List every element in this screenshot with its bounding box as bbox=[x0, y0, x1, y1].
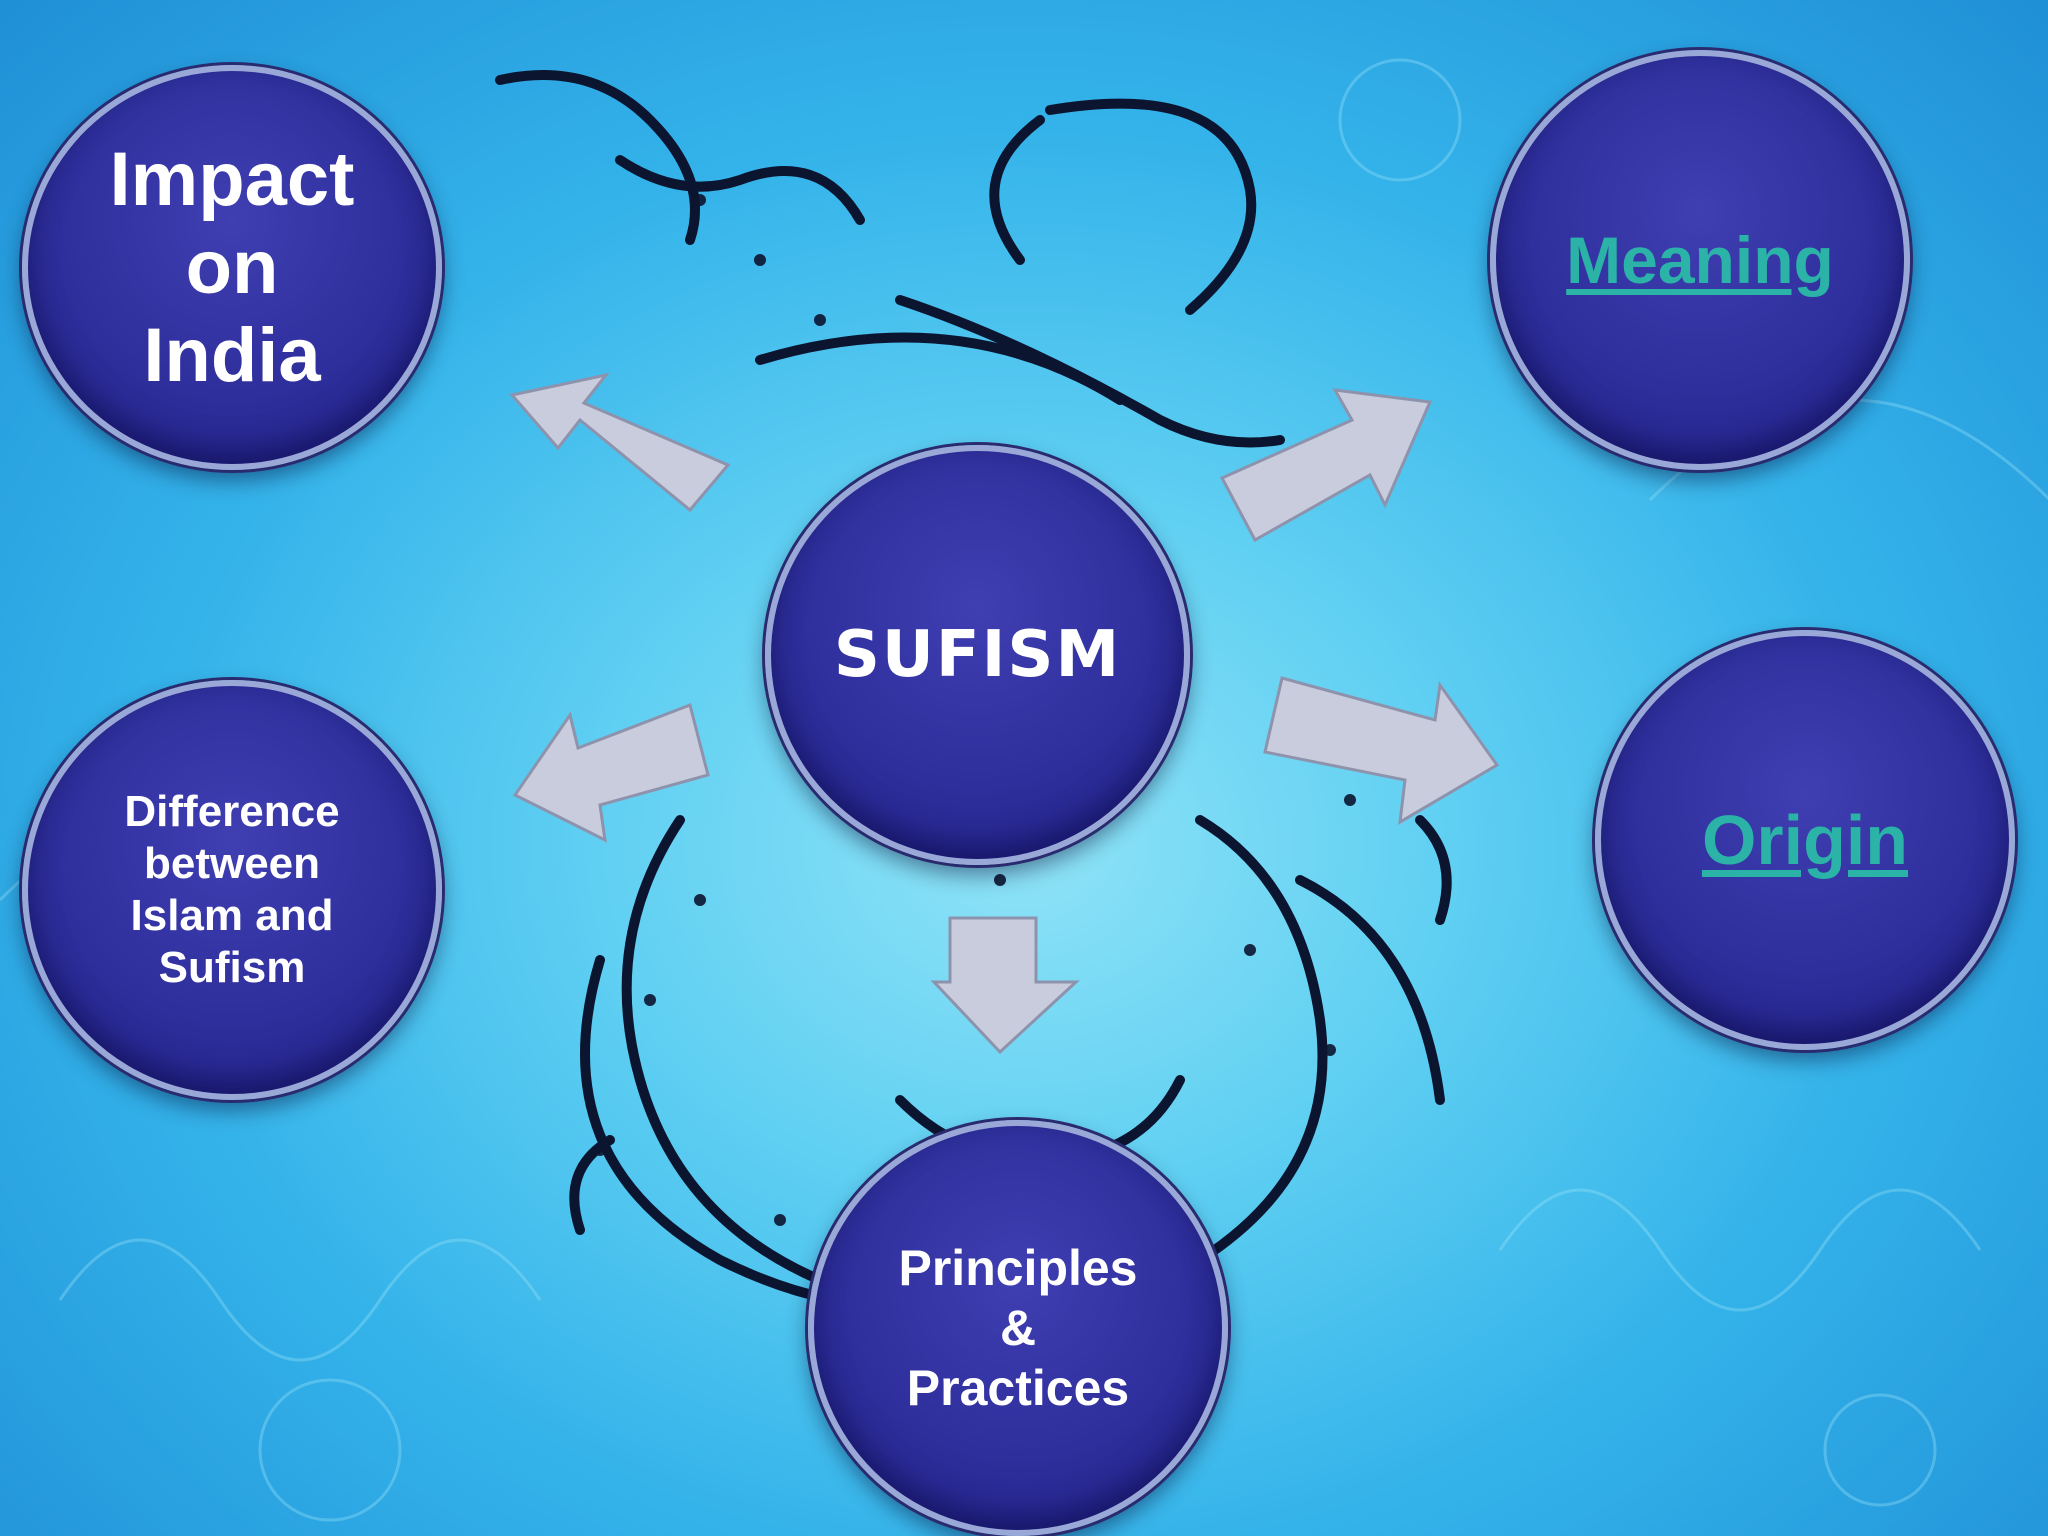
center-label: SUFISM bbox=[833, 618, 1122, 692]
node-difference: Difference between Islam and Sufism bbox=[22, 680, 442, 1100]
meaning-link[interactable]: Meaning bbox=[1566, 223, 1834, 297]
node-impact-label: Impact on India bbox=[109, 136, 355, 398]
dervish-calligraphy bbox=[495, 70, 1452, 1310]
node-origin[interactable]: Origin bbox=[1595, 630, 2015, 1050]
node-principles-label: Principles & Practices bbox=[898, 1240, 1138, 1416]
origin-link[interactable]: Origin bbox=[1701, 801, 1909, 879]
center-node-sufism: SUFISM bbox=[765, 445, 1190, 865]
node-principles: Principles & Practices bbox=[808, 1120, 1228, 1536]
node-difference-label: Difference between Islam and Sufism bbox=[124, 787, 340, 992]
node-impact-on-india: Impact on India bbox=[22, 65, 442, 470]
node-meaning[interactable]: Meaning bbox=[1490, 50, 1910, 470]
